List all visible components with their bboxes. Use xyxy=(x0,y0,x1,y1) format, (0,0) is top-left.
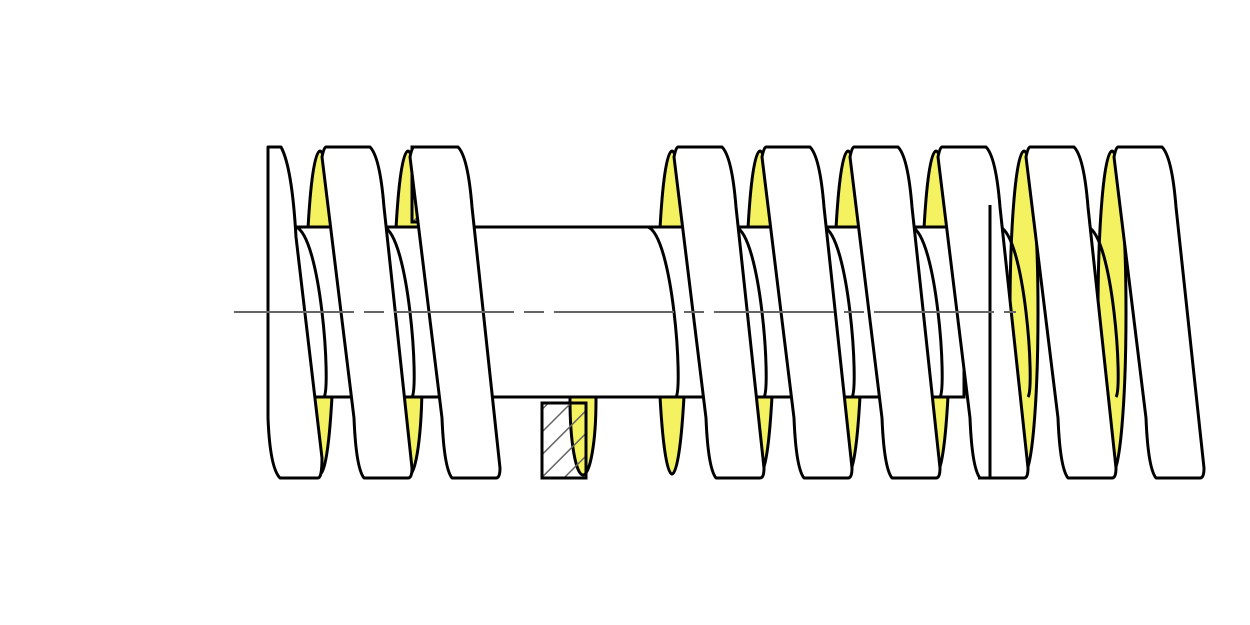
core-helix-8 xyxy=(1087,225,1120,398)
thread-cut-right-edge xyxy=(978,205,992,480)
nut-section-bottom xyxy=(540,401,588,480)
core-helix-7 xyxy=(999,225,1032,398)
thread-coil-7 xyxy=(1024,145,1118,480)
thread-coil-8 xyxy=(1112,145,1206,480)
